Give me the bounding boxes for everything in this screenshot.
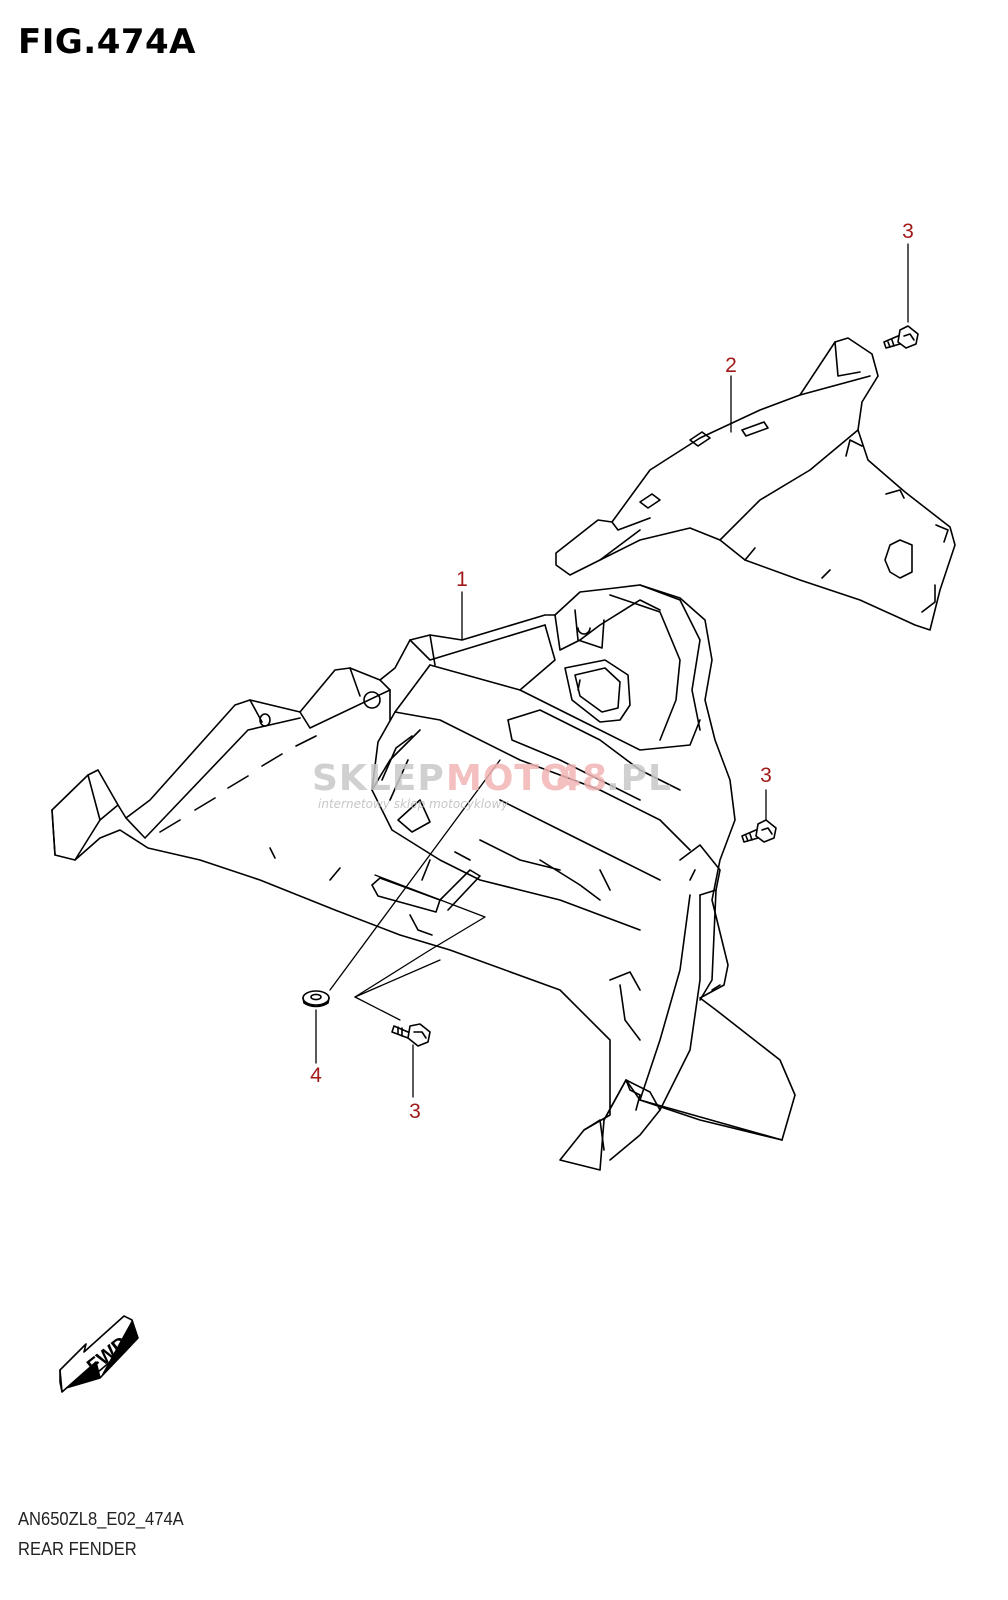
fwd-arrow-icon: FWD (59, 1315, 139, 1393)
callout-1: 1 (456, 568, 468, 591)
watermark-text-a: SKLEP (312, 758, 445, 799)
part-2-fender-cover (555, 337, 956, 631)
part-4-washer (302, 990, 330, 1008)
leader-lines (315, 243, 909, 1098)
part-1-rear-fender (51, 584, 796, 1171)
figure-name: REAR FENDER (18, 1539, 137, 1559)
watermark-text-d: .PL (606, 758, 672, 799)
callouts: 1 2 3 3 3 4 (310, 220, 914, 1123)
callout-3-bottom: 3 (409, 1100, 421, 1123)
figure-title: FIG.474A (18, 22, 196, 62)
watermark-text-c: 48 (556, 758, 608, 799)
callout-2: 2 (725, 354, 737, 377)
callout-3-right: 3 (760, 764, 772, 787)
watermark-subtitle: internetowy sklep motocyklowy (318, 797, 509, 811)
watermark-text-b: MOTO (446, 758, 572, 799)
figure-code: AN650ZL8_E02_474A (18, 1509, 184, 1529)
watermark: SKLEP MOTO 48 .PL internetowy sklep moto… (312, 758, 672, 811)
callout-4: 4 (310, 1064, 322, 1087)
part-3-screw-right (741, 819, 777, 843)
part-3-screw-top (883, 325, 919, 349)
callout-3-top: 3 (902, 220, 914, 243)
part-3-screw-bottom (391, 1023, 431, 1047)
